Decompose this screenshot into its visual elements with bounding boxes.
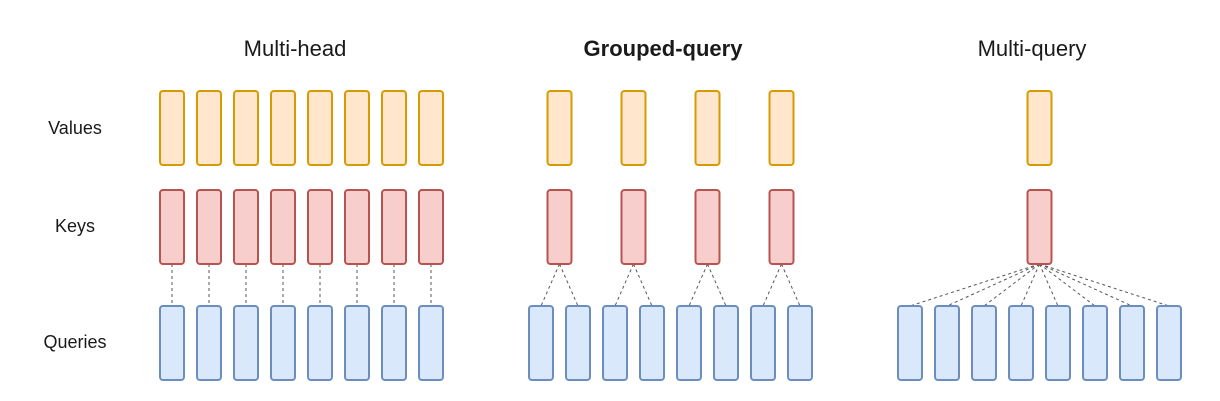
- query-head: [565, 305, 591, 381]
- query-head: [381, 305, 407, 381]
- value-head: [307, 90, 333, 166]
- key-head: [196, 189, 222, 265]
- query-head: [344, 305, 370, 381]
- query-head: [897, 305, 923, 381]
- query-head: [787, 305, 813, 381]
- value-head: [768, 90, 795, 166]
- value-head: [418, 90, 444, 166]
- query-head: [1082, 305, 1108, 381]
- key-head: [694, 189, 721, 265]
- value-head: [233, 90, 259, 166]
- query-key-connector: [1039, 263, 1059, 307]
- key-head: [768, 189, 795, 265]
- query-head: [713, 305, 739, 381]
- multi-query-title: Multi-query: [977, 36, 1087, 61]
- query-key-connector: [540, 263, 560, 307]
- query-key-connector: [983, 263, 1040, 307]
- query-key-connector: [946, 263, 1040, 307]
- values-row-label: Values: [48, 118, 102, 138]
- queries-row-label: Queries: [43, 332, 107, 352]
- query-key-connector: [909, 263, 1040, 307]
- query-head: [750, 305, 776, 381]
- query-head: [1156, 305, 1182, 381]
- key-head: [1026, 189, 1053, 265]
- multi-head-title: Multi-head: [243, 36, 347, 61]
- value-head: [546, 90, 573, 166]
- query-key-connector: [559, 263, 579, 307]
- query-key-connector: [1020, 263, 1040, 307]
- value-head: [1026, 90, 1053, 166]
- grouped-query-title: Grouped-query: [583, 36, 743, 61]
- key-head: [233, 189, 259, 265]
- query-key-connector: [762, 263, 782, 307]
- query-head: [270, 305, 296, 381]
- key-head: [620, 189, 647, 265]
- key-head: [546, 189, 573, 265]
- key-head: [270, 189, 296, 265]
- query-head: [971, 305, 997, 381]
- value-head: [196, 90, 222, 166]
- value-head: [694, 90, 721, 166]
- query-key-connector: [633, 263, 653, 307]
- query-head: [418, 305, 444, 381]
- query-key-connector: [614, 263, 634, 307]
- key-head: [344, 189, 370, 265]
- query-key-connector: [1039, 263, 1170, 307]
- value-head: [381, 90, 407, 166]
- value-head: [270, 90, 296, 166]
- query-head: [934, 305, 960, 381]
- query-head: [1119, 305, 1145, 381]
- key-head: [418, 189, 444, 265]
- query-key-connector: [1039, 263, 1096, 307]
- query-key-connector: [1039, 263, 1133, 307]
- key-head: [381, 189, 407, 265]
- value-head: [159, 90, 185, 166]
- query-head: [602, 305, 628, 381]
- query-key-connector: [688, 263, 708, 307]
- query-head: [1008, 305, 1034, 381]
- value-head: [620, 90, 647, 166]
- key-head: [307, 189, 333, 265]
- query-key-connector: [707, 263, 727, 307]
- key-head: [159, 189, 185, 265]
- query-head: [528, 305, 554, 381]
- query-head: [159, 305, 185, 381]
- query-key-connector: [781, 263, 801, 307]
- query-head: [676, 305, 702, 381]
- query-head: [233, 305, 259, 381]
- value-head: [344, 90, 370, 166]
- query-head: [639, 305, 665, 381]
- query-head: [196, 305, 222, 381]
- keys-row-label: Keys: [54, 216, 96, 236]
- query-head: [1045, 305, 1071, 381]
- query-head: [307, 305, 333, 381]
